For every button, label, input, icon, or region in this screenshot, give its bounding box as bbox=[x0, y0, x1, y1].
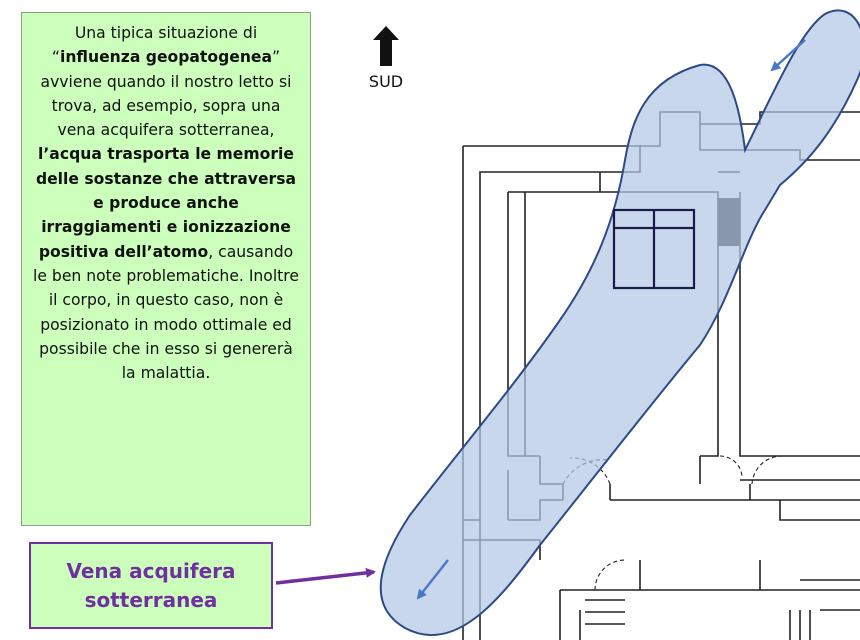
description-text-2: ” avviene quando il nostro letto si trov… bbox=[40, 48, 292, 140]
bed-icon bbox=[612, 208, 696, 290]
north-label: SUD bbox=[368, 72, 404, 91]
flow-arrow-top bbox=[770, 39, 806, 72]
north-arrow-icon bbox=[373, 26, 399, 66]
vein-label-line-1: Vena acquifera bbox=[66, 558, 236, 583]
vein-label-box: Vena acquifera sotterranea bbox=[29, 542, 273, 629]
pointer-arrow bbox=[275, 567, 376, 585]
description-text-3: , causando le ben note problematiche. In… bbox=[33, 242, 299, 383]
description-bold-1: influenza geopatogenea bbox=[59, 48, 273, 67]
flow-arrow-bottom bbox=[416, 559, 449, 600]
vein-label-line-2: sotterranea bbox=[84, 587, 218, 612]
description-box: Una tipica situazione di “influenza geop… bbox=[21, 12, 311, 526]
description-text-1: Una tipica situazione di “ bbox=[51, 24, 258, 67]
water-vein-band bbox=[379, 9, 860, 636]
description-bold-2: l’acqua trasporta le memorie delle sosta… bbox=[35, 145, 297, 261]
